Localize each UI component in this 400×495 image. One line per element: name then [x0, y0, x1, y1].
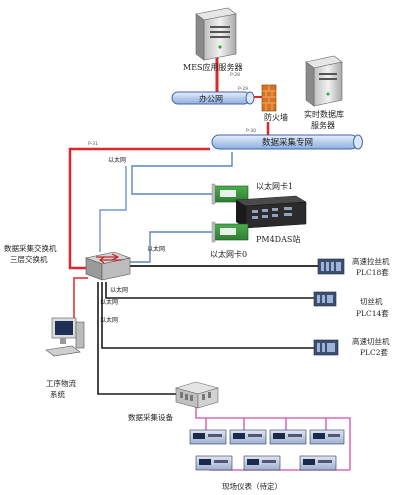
plc3-label-1: 高速切丝机 — [352, 336, 390, 346]
data-network-pipe: 数据采集专网 — [211, 134, 363, 150]
link-switch-nic0 — [120, 231, 214, 263]
office-network-label: 办公网 — [199, 94, 223, 104]
port-p31: P-31 — [88, 141, 98, 147]
nic-1-label: 以太网卡1 — [256, 181, 293, 191]
plc-rack-3 — [313, 339, 339, 356]
mes-server — [195, 7, 237, 61]
link-switch-plc2 — [105, 282, 314, 299]
pm4das-station — [235, 195, 307, 229]
ethernet-label-top: 以太网 — [108, 156, 126, 164]
logistics-label-1: 工序物流 — [46, 378, 76, 388]
plc1-label-1: 高速拉丝机 — [352, 256, 390, 266]
ethernet-label-b: 以太网 — [110, 286, 128, 294]
instrument-5 — [195, 455, 233, 471]
instrument-2 — [229, 429, 267, 445]
link-datanet-switch — [68, 147, 210, 270]
links — [68, 38, 351, 471]
office-network-pipe: 办公网 — [171, 91, 255, 105]
port-p28: P-28 — [230, 72, 240, 78]
plc1-label-2: PLC18套 — [356, 267, 389, 277]
nic-1 — [211, 183, 249, 205]
instrument-4 — [309, 429, 345, 445]
field-instruments-label: 现场仪表（待定） — [222, 481, 282, 491]
link-switch-daq — [97, 282, 176, 395]
link-switch-datanet-blue — [99, 166, 127, 252]
plc2-label-1: 切丝机 — [360, 296, 383, 306]
firewall-label: 防火墙 — [264, 112, 288, 122]
plc-rack-2 — [313, 291, 337, 307]
link-switch-plc3 — [101, 282, 314, 349]
realtime-db-server — [305, 55, 343, 107]
link-switch-logistics — [73, 277, 88, 318]
plc3-label-2: PLC2套 — [360, 347, 389, 357]
ethernet-label-a: 以太网 — [100, 298, 118, 306]
link-datanet-nic1 — [131, 152, 233, 195]
data-network-label: 数据采集专网 — [262, 137, 313, 148]
switch-label-2: 三层交换机 — [10, 254, 48, 264]
firewall — [261, 84, 277, 112]
port-p29: P-29 — [238, 86, 248, 92]
daq-device-label: 数据采集设备 — [128, 412, 173, 422]
plc2-label-2: PLC14套 — [356, 308, 389, 318]
layer3-switch — [84, 251, 132, 281]
ethernet-label-c: 以太网 — [100, 316, 118, 324]
realtime-db-label-1: 实时数据库 — [304, 109, 344, 119]
instrument-1 — [189, 429, 227, 445]
instrument-3 — [269, 429, 307, 445]
realtime-db-label-2: 服务器 — [311, 120, 335, 130]
daq-device — [174, 381, 220, 409]
logistics-workstation — [45, 317, 85, 357]
instrument-7 — [299, 455, 337, 471]
port-p30: P-30 — [246, 128, 256, 134]
nic-0-label: 以太网卡0 — [210, 249, 247, 259]
switch-label-1: 数据采集交换机 — [4, 243, 57, 253]
field-instruments — [189, 429, 345, 471]
nic-0 — [211, 221, 249, 243]
pm4das-label: PM4DAS站 — [256, 234, 300, 244]
logistics-label-2: 系统 — [50, 389, 65, 399]
instrument-6 — [243, 455, 281, 471]
ethernet-label-switch: 以太网 — [147, 245, 165, 253]
mes-server-label: MES应用服务器 — [183, 62, 243, 72]
plc-rack-1 — [317, 258, 345, 275]
